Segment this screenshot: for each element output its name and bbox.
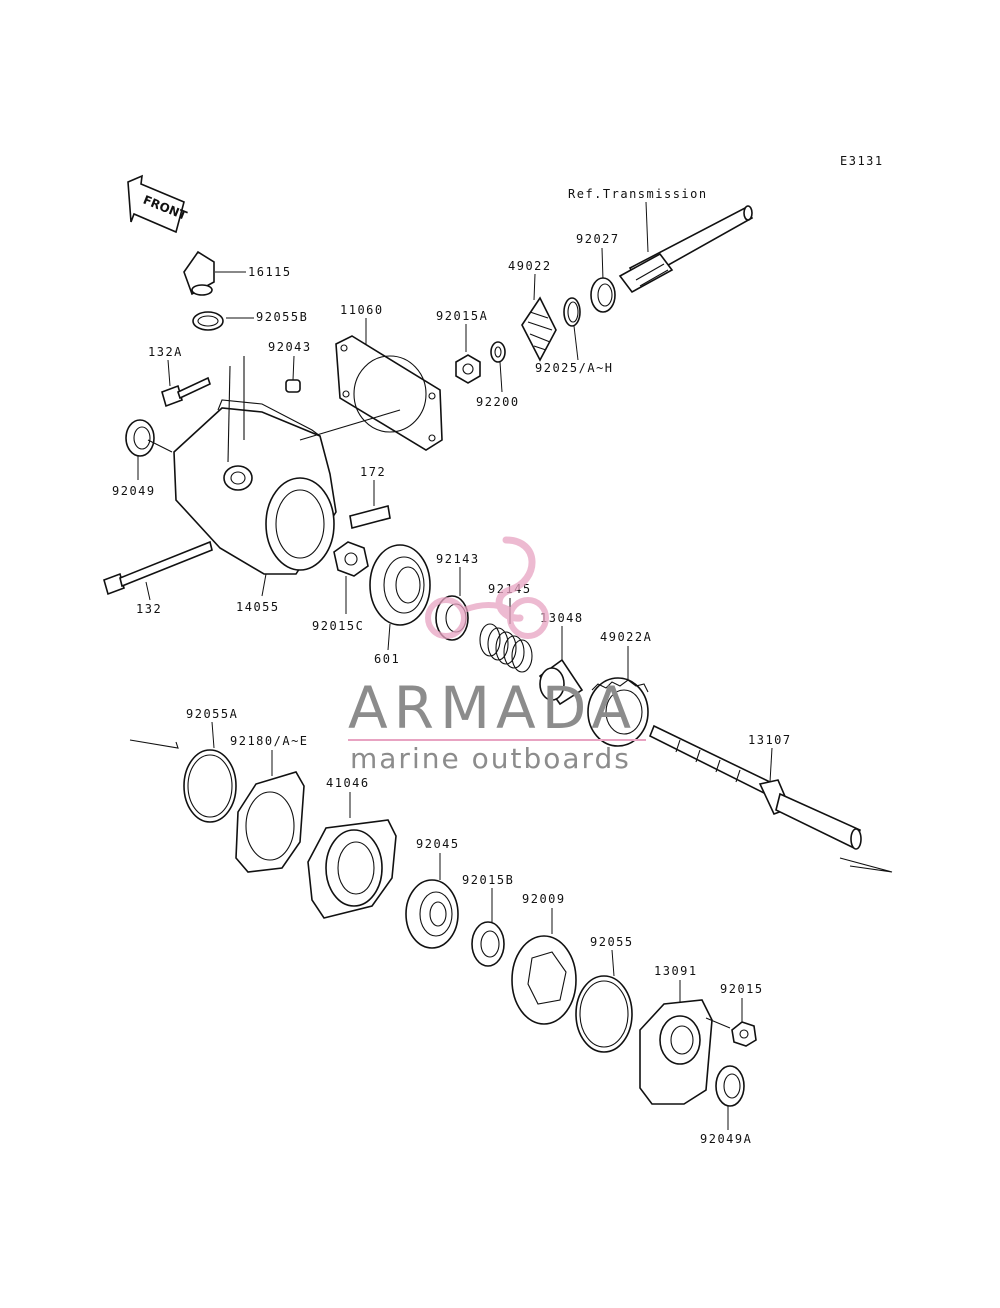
- part-label-92055A: 92055A: [186, 707, 238, 721]
- part-92045-bearing: [405, 879, 459, 949]
- part-92049A-oil-seal: [715, 1065, 745, 1107]
- part-label-13048: 13048: [540, 611, 584, 625]
- part-92055A-o-ring: [183, 749, 237, 823]
- part-label-41046: 41046: [326, 776, 370, 790]
- part-label-92055B: 92055B: [256, 310, 308, 324]
- part-49022-bevel-gear: [521, 296, 557, 362]
- part-label-14055: 14055: [236, 600, 280, 614]
- part-label-92015C: 92015C: [312, 619, 364, 633]
- part-label-92143: 92143: [436, 552, 480, 566]
- part-132A-bolt: [161, 376, 211, 408]
- part-label-92009: 92009: [522, 892, 566, 906]
- part-92043-dowel-pin: [285, 379, 301, 393]
- part-92145-spring: [479, 623, 533, 673]
- part-92009-seal: [511, 935, 577, 1025]
- part-label-13091: 13091: [654, 964, 698, 978]
- part-13107-drive-shaft: [648, 724, 893, 873]
- part-label-132: 132: [136, 602, 162, 616]
- part-92015-nut: [731, 1021, 757, 1047]
- watermark-brand: ARMADA: [348, 674, 637, 742]
- part-label-92200: 92200: [476, 395, 520, 409]
- part-92015A-nut: [455, 354, 481, 384]
- transmission-shaft: [618, 205, 754, 294]
- part-label-13107: 13107: [748, 733, 792, 747]
- reference-label: Ref.Transmission: [568, 187, 708, 201]
- part-92015B-nut: [471, 921, 505, 967]
- part-label-172: 172: [360, 465, 386, 479]
- part-label-92180: 92180/A~E: [230, 734, 309, 748]
- part-13048-sleeve: [538, 658, 584, 706]
- part-14055-gear-case: [147, 356, 401, 575]
- part-16115-filler-cap: [183, 250, 215, 296]
- part-label-11060: 11060: [340, 303, 384, 317]
- part-11060-gasket: [335, 335, 443, 451]
- part-92027-seal: [590, 277, 616, 313]
- part-172-stud: [349, 505, 391, 529]
- armada-watermark-logo: ARMADA marine outboards: [348, 536, 646, 775]
- part-132-bolt: [103, 540, 213, 596]
- part-92055-o-ring: [575, 975, 633, 1053]
- part-label-16115: 16115: [248, 265, 292, 279]
- part-label-49022A: 49022A: [600, 630, 652, 644]
- part-13091-cover: [639, 999, 713, 1105]
- part-label-92015: 92015: [720, 982, 764, 996]
- part-label-132A: 132A: [148, 345, 183, 359]
- part-label-92015B: 92015B: [462, 873, 514, 887]
- diagram-code: E3131: [840, 154, 884, 168]
- part-label-92055: 92055: [590, 935, 634, 949]
- part-label-92043: 92043: [268, 340, 312, 354]
- part-label-92045: 92045: [416, 837, 460, 851]
- part-label-92049A: 92049A: [700, 1132, 752, 1146]
- part-49022A-bevel-gear: [587, 677, 649, 747]
- part-label-92027: 92027: [576, 232, 620, 246]
- part-601-bearing: [369, 544, 431, 626]
- part-41046-bearing-housing: [307, 819, 397, 919]
- part-92025-shim: [563, 297, 581, 327]
- part-label-92025: 92025/A~H: [535, 361, 614, 375]
- watermark-tagline: marine outboards: [350, 742, 631, 775]
- part-92055B-o-ring: [192, 311, 224, 331]
- front-arrow-icon: FRONT: [127, 174, 190, 234]
- part-92200-washer: [490, 341, 506, 363]
- part-label-601: 601: [374, 652, 400, 666]
- part-92180-gasket: [235, 771, 305, 873]
- part-label-92049: 92049: [112, 484, 156, 498]
- part-92015C-nut: [333, 541, 369, 577]
- part-92049-oil-seal: [125, 419, 155, 457]
- part-label-92015A: 92015A: [436, 309, 488, 323]
- part-label-49022: 49022: [508, 259, 552, 273]
